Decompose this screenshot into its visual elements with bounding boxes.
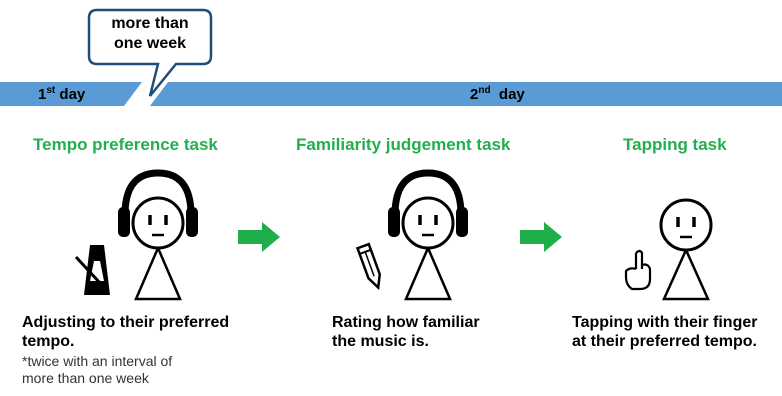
figure-familiarity [355,169,468,301]
caption-familiarity-line1: Rating how familiar [332,314,480,331]
day2-segment [150,82,782,106]
day2-label: 2nd day [470,85,525,104]
caption-tempo: Adjusting to their preferred tempo. [22,313,229,351]
pencil-icon [355,242,382,291]
callout-line2: one week [113,35,187,52]
day1-suffix: st [46,85,56,96]
caption-tempo-line2: tempo. [22,333,75,350]
headphones-icon [388,169,468,237]
day2-word: day [498,86,525,103]
callout-line1: more than [111,15,189,32]
caption-tapping-line1: Tapping with their finger [572,314,758,331]
figure-tapping [624,198,713,301]
caption-tapping-line2: at their preferred tempo. [572,333,757,350]
day1-number: 1 [38,86,47,103]
right-arrow-icon [520,222,562,252]
day1-word: day [59,86,86,103]
callout-text: more than one week [92,14,208,54]
day2-suffix: nd [478,85,491,96]
right-arrow-icon [238,222,280,252]
caption-familiarity: Rating how familiar the music is. [332,313,480,351]
person-icon [659,198,713,301]
callout-bubble [87,8,213,97]
caption-tapping: Tapping with their finger at their prefe… [572,313,782,351]
timeline-bar [0,8,782,106]
person-icon [131,196,185,301]
note-tempo: *twice with an interval of more than one… [22,353,172,387]
figure-tempo [74,169,198,301]
caption-tempo-line1: Adjusting to their preferred [22,314,230,331]
task-title-tempo: Tempo preference task [33,135,218,154]
day1-label: 1st day [38,85,86,104]
headphones-icon [118,169,198,237]
day1-segment [0,82,142,106]
person-icon [401,196,455,301]
day2-number: 2 [470,86,479,103]
metronome-icon [74,245,110,295]
task-title-tapping: Tapping task [623,135,727,154]
note-line1: *twice with an interval of [22,353,173,369]
caption-familiarity-line2: the music is. [332,333,429,350]
pointing-hand-icon [624,249,652,291]
task-title-familiarity: Familiarity judgement task [296,135,511,154]
note-line2: more than one week [22,370,149,386]
